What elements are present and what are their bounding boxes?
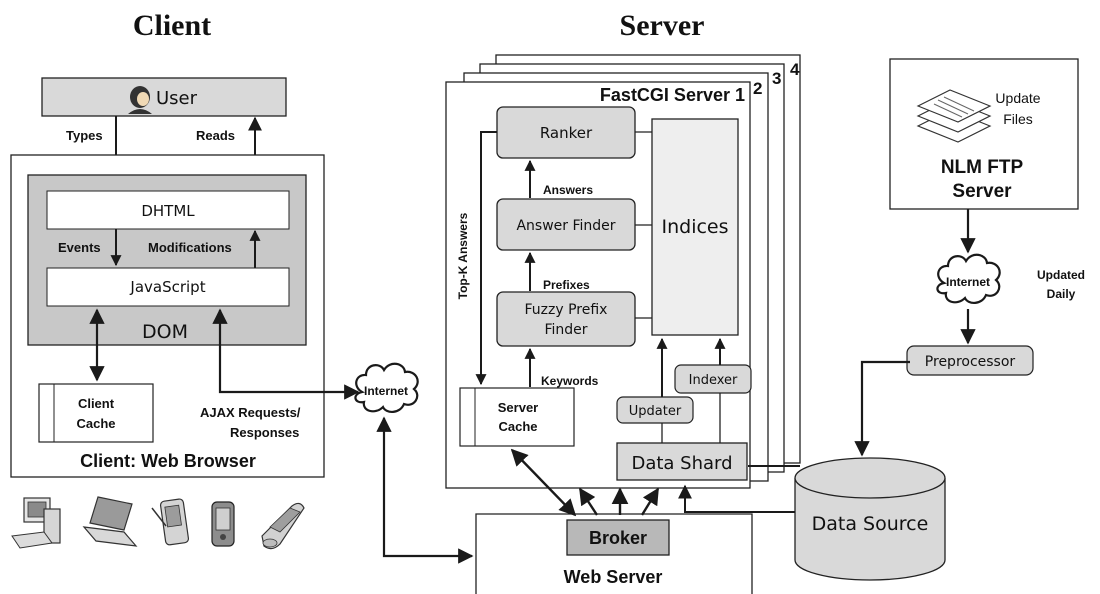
client-cache-label-2: Cache	[76, 416, 115, 431]
dhtml-label: DHTML	[141, 202, 195, 220]
fuzzy-prefix-finder-box	[496, 291, 636, 347]
broker-box	[566, 519, 670, 556]
server-number-3: 3	[772, 69, 781, 88]
server-cache-label-1: Server	[498, 400, 538, 415]
broker-label: Broker	[589, 528, 647, 548]
nlm-ftp-label-2: Server	[952, 181, 1012, 202]
keywords-label: Keywords	[541, 374, 599, 388]
javascript-box	[46, 267, 290, 307]
server-number-2: 2	[753, 79, 762, 98]
fastcgi-server-label: FastCGI Server 1	[600, 85, 745, 105]
indices-label: Indices	[661, 216, 728, 238]
web-server-label: Web Server	[564, 567, 663, 587]
user-label: User	[156, 88, 198, 109]
internet-cloud-client: Internet	[354, 362, 419, 413]
internet-label-client: Internet	[364, 384, 408, 398]
modifications-label: Modifications	[148, 240, 232, 255]
updater-label: Updater	[629, 404, 682, 419]
events-label: Events	[58, 240, 101, 255]
ajax-label-1: AJAX Requests/	[200, 405, 301, 420]
dhtml-box	[46, 190, 290, 230]
reads-label: Reads	[196, 128, 235, 143]
server-heading: Server	[620, 9, 705, 42]
ajax-label-2: Responses	[230, 425, 299, 440]
ranker-label: Ranker	[540, 124, 593, 142]
client-heading: Client	[133, 9, 211, 42]
updated-daily-label-1: Updated	[1037, 268, 1085, 282]
web-browser-label: Client: Web Browser	[80, 451, 256, 471]
updated-daily-label-2: Daily	[1047, 287, 1076, 301]
internet-label-nlm: Internet	[946, 275, 990, 289]
fuzzy-prefix-label-2: Finder	[544, 322, 587, 338]
topk-answers-label: Top-K Answers	[456, 212, 470, 299]
fuzzy-prefix-label-1: Fuzzy Prefix	[525, 302, 608, 318]
data-source-label: Data Source	[812, 513, 929, 535]
preprocessor-label: Preprocessor	[925, 354, 1016, 370]
update-files-label-1: Update	[995, 90, 1040, 106]
internet-cloud-nlm: Internet	[936, 253, 1001, 304]
updater-box	[616, 396, 694, 424]
client-cache-box: Client Cache	[38, 383, 154, 443]
answers-label: Answers	[543, 183, 593, 197]
update-files-label-2: Files	[1003, 111, 1033, 127]
pda-icon	[151, 498, 190, 546]
types-label: Types	[66, 128, 103, 143]
laptop-icon	[82, 496, 138, 547]
indexer-label: Indexer	[689, 373, 738, 388]
data-shard-box	[616, 442, 748, 481]
desktop-computer-icon	[11, 497, 61, 549]
dom-label: DOM	[142, 321, 188, 343]
indexer-box	[674, 364, 752, 394]
server-cache-box: Server Cache	[459, 387, 575, 447]
user-box: User	[41, 77, 287, 117]
update-files-icon	[916, 89, 992, 143]
data-shard-label: Data Shard	[631, 453, 732, 474]
nlm-ftp-server-box	[889, 58, 1079, 210]
server-number-4: 4	[790, 60, 800, 79]
answer-finder-label: Answer Finder	[516, 218, 615, 234]
preprocessor-box	[906, 345, 1034, 376]
client-cache-label-1: Client	[78, 396, 115, 411]
data-source-cylinder: Data Source	[794, 457, 946, 581]
nlm-ftp-label-1: NLM FTP	[941, 157, 1024, 178]
prefixes-label: Prefixes	[543, 278, 590, 292]
server-cache-label-2: Cache	[498, 419, 537, 434]
javascript-label: JavaScript	[129, 278, 205, 296]
flip-phone-icon	[261, 502, 305, 550]
indices-box	[651, 118, 739, 336]
user-icon	[128, 86, 152, 114]
smartphone-icon	[211, 501, 235, 547]
